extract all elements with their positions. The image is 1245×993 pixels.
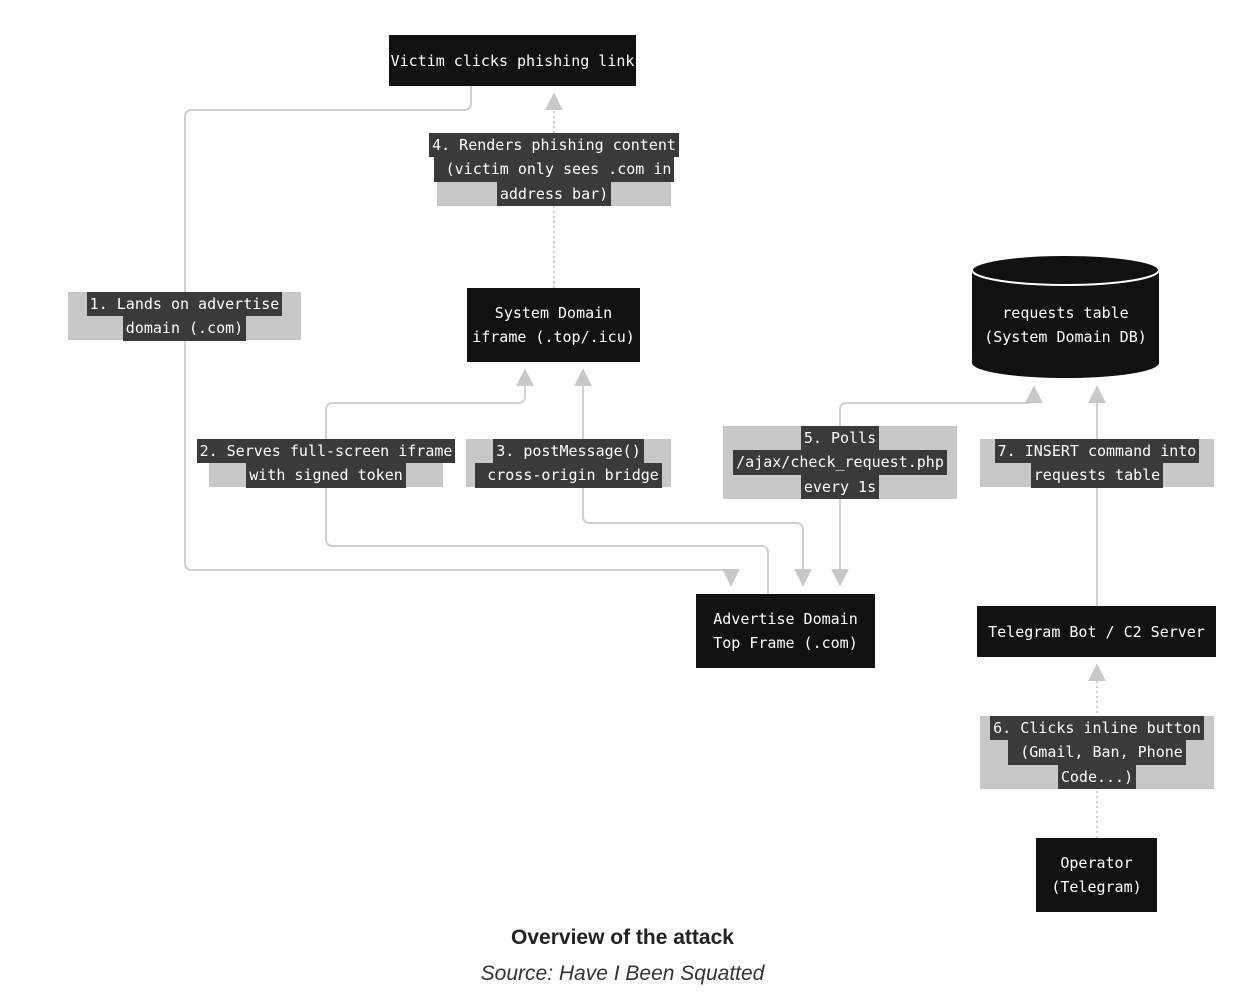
edge-7-label-line-1: 7. INSERT command into [994,438,1200,463]
system-iframe-line-1: System Domain [494,304,613,322]
edge-3-label-line-2: cross-origin bridge [475,463,662,488]
edge-1-label-line-1: 1. Lands on advertise [86,291,283,316]
operator-node: Operator (Telegram) [1036,838,1157,912]
edge-1-label-line-2: domain (.com) [122,316,247,341]
edge-1-label: 1. Lands on advertise domain (.com) [68,291,301,341]
advertise-frame-line-2: Top Frame (.com) [713,634,858,652]
edge-5-label-line-1: 5. Polls [800,425,880,451]
telegram-bot-node: Telegram Bot / C2 Server [977,606,1216,657]
edge-2-label-line-1: 2. Serves full-screen iframe [196,438,456,463]
edge-6-label-line-3: Code...) [1057,764,1137,790]
edge-7-label: 7. INSERT command into requests table [980,438,1214,488]
edge-4-label-line-2: (victim only sees .com in [433,157,675,182]
figure-source: Source: Have I Been Squatted [480,962,765,985]
victim-node-label: Victim clicks phishing link [390,51,635,70]
system-iframe-node: System Domain iframe (.top/.icu) [467,288,640,362]
edge-7-label-line-2: requests table [1030,463,1164,488]
edge-3-label: 3. postMessage() cross-origin bridge [466,438,671,488]
edge-3-line [574,368,812,587]
requests-db-shape [971,254,1160,378]
edge-4-label-line-3: address bar) [496,181,612,207]
requests-db-line-2: (System Domain DB) [984,328,1147,346]
requests-db-line-1: requests table [1002,304,1129,322]
edge-5-label-line-2: /ajax/check_request.php [733,450,947,475]
operator-line-1: Operator [1060,854,1133,872]
edge-5-label-line-3: every 1s [800,474,880,500]
system-iframe-line-2: iframe (.top/.icu) [472,328,635,346]
telegram-bot-label: Telegram Bot / C2 Server [988,622,1205,641]
edge-2-label: 2. Serves full-screen iframe with signed… [196,438,456,488]
edge-5-label: 5. Polls /ajax/check_request.php every 1… [723,425,957,500]
edge-6-label: 6. Clicks inline button (Gmail, Ban, Pho… [980,715,1214,790]
advertise-frame-line-1: Advertise Domain [713,610,858,628]
edge-5-line [831,385,1043,587]
figure-caption: Overview of the attack [511,926,734,949]
requests-db-node: requests table (System Domain DB) [972,290,1159,360]
edge-6-label-line-2: (Gmail, Ban, Phone [1008,740,1186,765]
edge-6-label-line-1: 6. Clicks inline button [990,715,1204,741]
edge-4-label-line-1: 4. Renders phishing content [429,132,679,158]
edge-2-label-line-2: with signed token [246,463,406,488]
edge-4-label: 4. Renders phishing content (victim only… [429,132,679,207]
edge-3-label-line-1: 3. postMessage() [493,438,644,463]
victim-node: Victim clicks phishing link [389,35,636,86]
operator-line-2: (Telegram) [1051,878,1142,896]
advertise-frame-node: Advertise Domain Top Frame (.com) [696,594,875,668]
